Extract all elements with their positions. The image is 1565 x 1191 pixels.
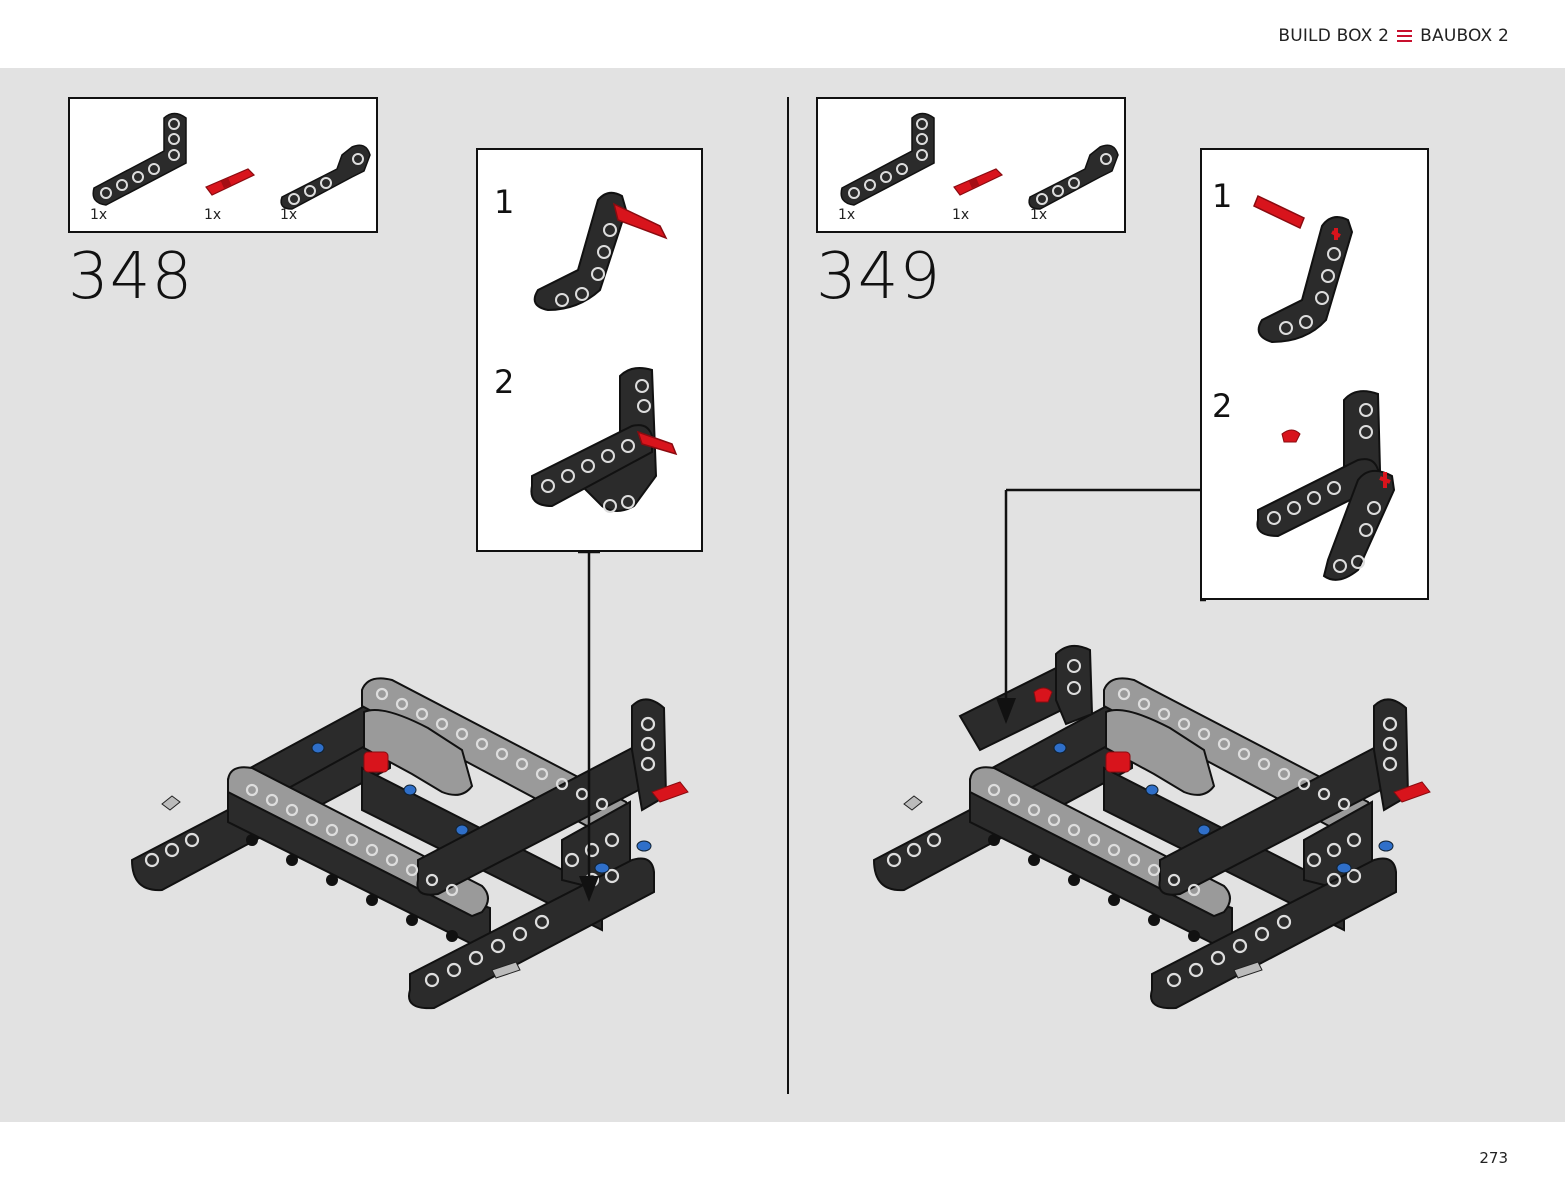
sub-step-1-illustration <box>1253 194 1354 344</box>
parts-illustration <box>840 112 1119 210</box>
sub-assembly-box-349: 1 2 <box>1200 148 1429 600</box>
sub-step-label-1: 1 <box>1212 177 1233 215</box>
red-pin-part-icon <box>205 168 255 196</box>
step-number-349: 349 <box>816 240 942 314</box>
sub-step-label-2: 2 <box>1212 387 1233 425</box>
sub-step-2-illustration <box>530 367 678 513</box>
main-assembly-348 <box>130 677 690 1010</box>
build-box-label: BUILD BOX 2 <box>1278 26 1390 46</box>
bent-beam-part-icon <box>280 144 371 210</box>
sub-step-label-2: 2 <box>494 363 515 401</box>
part-qty-1: 1x <box>90 207 108 223</box>
sub-step-1-illustration <box>533 191 668 312</box>
page-number: 273 <box>1479 1149 1508 1167</box>
parts-list-349: 1x 1x 1x <box>816 97 1126 233</box>
l-beam-part-icon <box>92 112 187 206</box>
sub-assembly-box-348: 1 2 <box>476 148 703 552</box>
step-divider <box>787 97 789 1094</box>
part-qty-1: 1x <box>838 207 856 223</box>
red-pin-part-icon <box>953 168 1003 196</box>
part-qty-3: 1x <box>1030 207 1048 223</box>
bent-beam-part-icon <box>1028 144 1119 210</box>
build-box-brand: BUILD BOX 2 BAUBOX 2 <box>1278 26 1509 46</box>
menu-lines-icon <box>1397 30 1413 42</box>
main-assembly-349 <box>872 644 1432 1010</box>
part-qty-2: 1x <box>204 207 222 223</box>
l-beam-part-icon <box>840 112 935 206</box>
parts-list-348: 1x 1x 1x <box>68 97 378 233</box>
baubox-label: BAUBOX 2 <box>1420 26 1509 46</box>
page-footer <box>0 1122 1565 1191</box>
part-qty-3: 1x <box>280 207 298 223</box>
part-qty-2: 1x <box>952 207 970 223</box>
sub-step-label-1: 1 <box>494 183 515 221</box>
parts-illustration <box>92 112 371 210</box>
page-header: BUILD BOX 2 BAUBOX 2 <box>0 0 1565 68</box>
sub-step-2-illustration <box>1256 390 1396 581</box>
step-number-348: 348 <box>68 240 194 314</box>
